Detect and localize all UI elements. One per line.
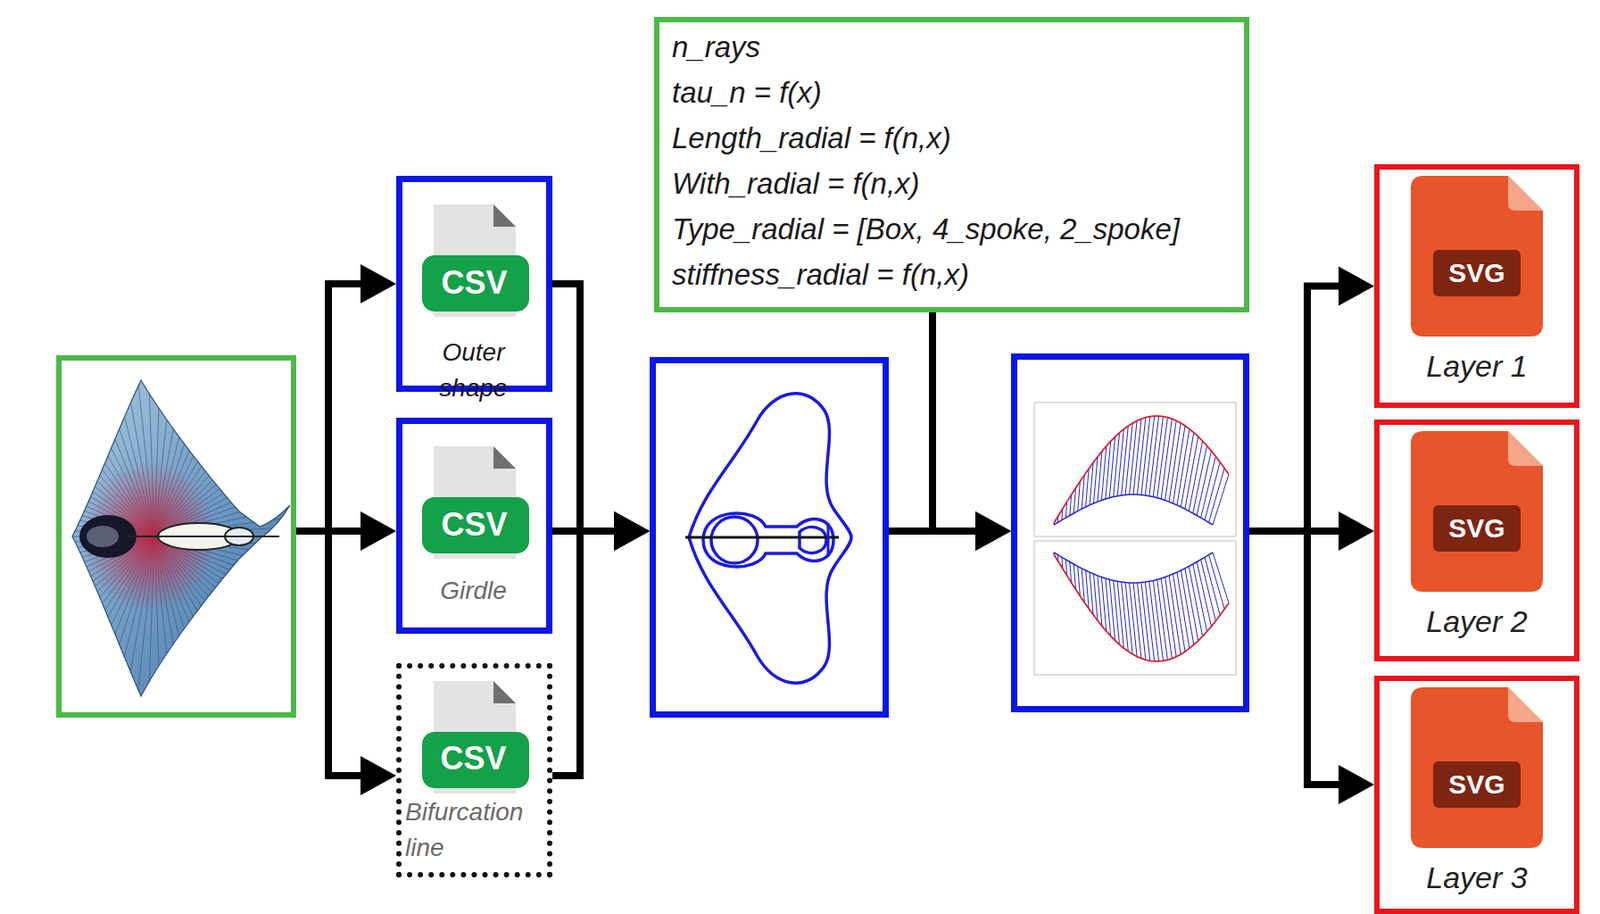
layer-caption: Layer 2 — [1425, 604, 1527, 639]
connector-line — [296, 283, 365, 531]
ray-plots — [1011, 353, 1250, 713]
layer-caption: Layer 1 — [1425, 348, 1527, 384]
connector-arrow — [932, 312, 1012, 551]
outer-curve — [1053, 415, 1229, 523]
connector-line — [1249, 286, 1343, 532]
ray-line — [1089, 462, 1094, 506]
connector-arrow — [1249, 530, 1375, 805]
ray-line — [1086, 468, 1090, 507]
ray-line — [1094, 456, 1099, 504]
connector-line — [552, 283, 618, 531]
file-type-label: SVG — [1448, 257, 1505, 289]
arrowhead — [613, 511, 650, 551]
arrowhead — [360, 264, 397, 304]
parameter-line: tau_n = f(x) — [671, 73, 822, 113]
file-caption: Girdle — [406, 572, 541, 609]
connector-line — [296, 530, 365, 776]
ray-line — [1136, 417, 1145, 495]
file-type-label: CSV — [439, 739, 506, 778]
image-box — [1011, 353, 1250, 713]
csv-file-box: CSV Bifurcation line — [396, 663, 553, 878]
ray-line — [1141, 416, 1151, 496]
svg-layer-box: SVG Layer 1 — [1374, 164, 1580, 408]
ray-line — [1121, 425, 1129, 496]
arrowhead — [360, 755, 397, 796]
ray-line — [1125, 422, 1133, 495]
parameter-line: n_rays — [671, 27, 761, 67]
file-type-label: SVG — [1448, 513, 1505, 544]
ray-line — [1097, 451, 1103, 503]
image-box — [649, 356, 889, 718]
arrowhead — [613, 511, 650, 551]
csv-file-box: CSVOuter shape — [396, 175, 553, 392]
connector-line — [552, 530, 618, 776]
arrowhead — [975, 511, 1012, 551]
parameter-box: n_rays tau_n = f(x) Length_radial = f(n,x)… — [654, 16, 1250, 313]
ray-line — [1144, 415, 1154, 496]
ray-line — [1149, 415, 1160, 497]
file-caption: Bifurcation line — [405, 794, 540, 866]
connector-line — [932, 312, 979, 531]
arrowhead — [1338, 511, 1375, 551]
svg-layer-box: SVG Layer 2 — [1374, 419, 1580, 662]
connector-arrow — [552, 283, 650, 551]
inner-curve — [1053, 494, 1213, 525]
file-type-label: CSV — [440, 264, 507, 302]
file-type-label: SVG — [1448, 769, 1505, 800]
ray-line — [1157, 417, 1169, 498]
ray-line — [1117, 429, 1124, 497]
connector-arrow — [296, 530, 397, 796]
connector-arrow — [1249, 266, 1375, 532]
arrowhead — [1338, 764, 1375, 805]
arrowhead — [1338, 266, 1375, 307]
stingray-illustration — [56, 355, 297, 718]
ray-line — [1129, 420, 1138, 495]
svg-layer-box: SVG Layer 3 — [1374, 675, 1580, 914]
arrowhead — [975, 511, 1012, 551]
ray-line — [1212, 474, 1229, 525]
csv-file-box: CSV Girdle — [396, 417, 553, 634]
parameter-line: Type_radial = [Box, 4_spoke, 2_spoke] — [671, 209, 1180, 249]
ray-line — [1152, 416, 1163, 498]
arrowhead — [360, 511, 397, 551]
parameter-line: stiffness_radial = f(n,x) — [671, 255, 970, 295]
arrowhead — [613, 511, 650, 551]
image-box — [56, 355, 297, 718]
ray-line — [1081, 474, 1085, 509]
file-caption: Outer shape — [406, 334, 541, 407]
ray-line — [1101, 446, 1106, 501]
file-type-label: CSV — [440, 505, 507, 544]
fin-outline-drawing — [649, 356, 889, 718]
parameter-line: Length_radial = f(n,x) — [671, 118, 952, 158]
ray-line — [1133, 418, 1142, 495]
connector-arrow — [296, 264, 397, 531]
layer-caption: Layer 3 — [1425, 860, 1527, 896]
connector-arrow — [552, 511, 650, 776]
parameter-line: With_radial = f(n,x) — [671, 164, 921, 204]
connector-line — [1249, 530, 1343, 785]
